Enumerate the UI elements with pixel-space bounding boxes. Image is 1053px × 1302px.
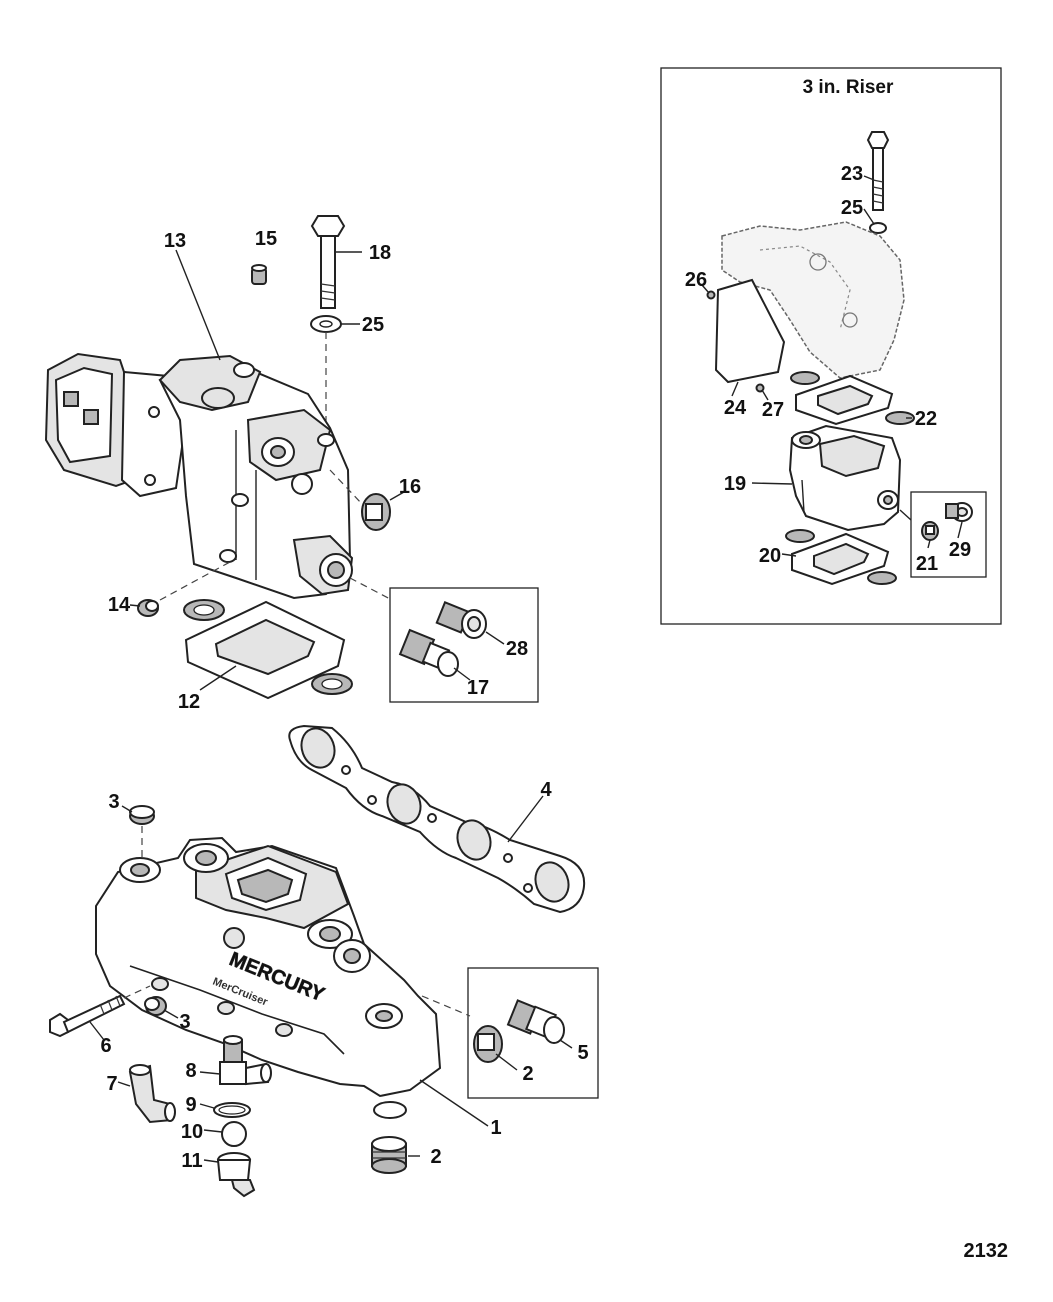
callout-19: 19 — [724, 473, 746, 495]
callout-25-inset: 25 — [841, 197, 863, 219]
gasket-12 — [183, 599, 353, 700]
fittings-box-inset — [910, 491, 987, 578]
callout-26: 26 — [685, 269, 707, 291]
callout-4: 4 — [540, 779, 552, 801]
callout-2-box: 2 — [522, 1063, 533, 1085]
callout-22: 22 — [915, 408, 937, 430]
elbow-with-valve-13 — [44, 352, 354, 600]
plug-21 — [921, 521, 939, 541]
plug-2-bottom — [371, 1136, 407, 1174]
callout-3-side: 3 — [179, 1011, 190, 1033]
callout-25: 25 — [362, 314, 384, 336]
block-off-plate-24 — [714, 278, 786, 384]
elbow-fitting-7 — [128, 1064, 176, 1124]
manifold-gasket-4 — [288, 724, 586, 914]
callout-23: 23 — [841, 163, 863, 185]
gasket-22 — [790, 371, 915, 426]
figure-number: 2132 — [964, 1240, 1009, 1262]
riser-19 — [788, 424, 902, 532]
plug-14 — [137, 599, 159, 617]
fitting-8 — [219, 1035, 272, 1086]
riser-inset-box — [660, 67, 1002, 625]
callout-14: 14 — [108, 594, 131, 616]
screw-26 — [706, 290, 716, 300]
bolt-23 — [866, 131, 890, 211]
fitting-17 — [398, 628, 459, 677]
callout-12: 12 — [178, 691, 200, 713]
callout-8: 8 — [185, 1060, 196, 1082]
callout-15: 15 — [255, 228, 277, 250]
fitting-28 — [435, 601, 487, 639]
callout-17: 17 — [467, 677, 489, 699]
callout-3-top: 3 — [108, 791, 119, 813]
plug-29 — [945, 502, 973, 522]
fitting-5 — [506, 999, 565, 1044]
callout-1: 1 — [490, 1117, 501, 1139]
fitting-11 — [216, 1152, 256, 1198]
callout-24: 24 — [724, 397, 747, 419]
washer-25-inset — [869, 222, 887, 234]
fittings-box-2-5 — [467, 967, 599, 1099]
plug-15 — [251, 264, 267, 285]
plug-2-box — [473, 1025, 503, 1063]
plug-3-top — [129, 805, 155, 825]
riser-elbow-sketch — [721, 221, 905, 379]
fittings-box-17-28 — [389, 587, 539, 703]
plug-16 — [361, 493, 391, 531]
callout-11: 11 — [181, 1150, 202, 1172]
bolt-6 — [49, 994, 126, 1038]
callout-20: 20 — [759, 545, 781, 567]
callout-27: 27 — [762, 399, 784, 421]
callout-13: 13 — [164, 230, 186, 252]
callout-7: 7 — [106, 1073, 117, 1095]
callout-10: 10 — [181, 1121, 203, 1143]
screw-27 — [755, 383, 765, 393]
callout-2-bottom: 2 — [430, 1146, 441, 1168]
callout-18: 18 — [369, 242, 391, 264]
plug-3-side — [144, 996, 167, 1016]
callout-28: 28 — [506, 638, 528, 660]
inset-title: 3 in. Riser — [803, 77, 894, 98]
gasket-20 — [785, 529, 897, 586]
callout-16: 16 — [399, 476, 421, 498]
callout-6: 6 — [100, 1035, 111, 1057]
exhaust-manifold-1: MERCURY MerCruiser — [95, 836, 442, 1119]
callout-9: 9 — [185, 1094, 196, 1116]
ball-10 — [221, 1121, 247, 1147]
callout-29: 29 — [949, 539, 971, 561]
callout-21: 21 — [916, 553, 938, 575]
bolt-18 — [310, 215, 346, 309]
callout-5: 5 — [577, 1042, 588, 1064]
